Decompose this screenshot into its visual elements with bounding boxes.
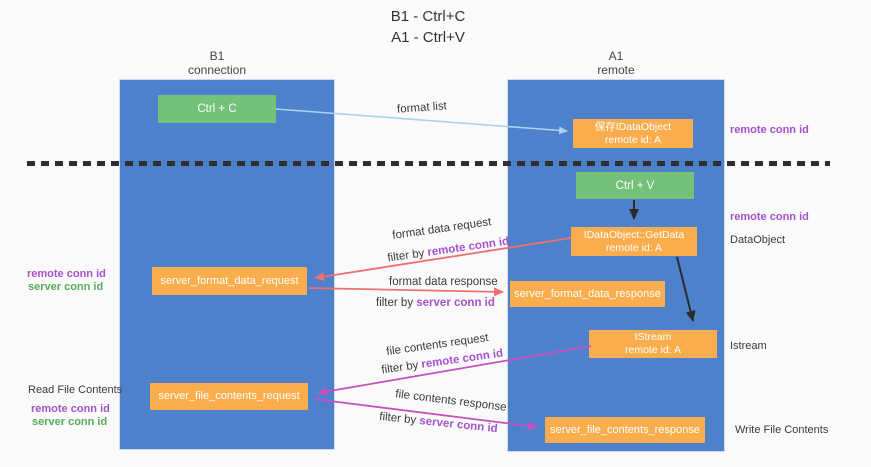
node-getdata-line2: remote id: A [605, 241, 663, 254]
node-ctrl-c-label: Ctrl + C [197, 103, 237, 115]
node-ctrl-c: Ctrl + C [158, 95, 276, 123]
column-header-b1: B1 connection [147, 49, 287, 77]
annotation-server-conn-id-left2: server conn id [32, 416, 108, 428]
annotation-remote-conn-id-mid: remote conn id [730, 211, 809, 223]
node-server-format-data-request: server_format_data_request [152, 267, 307, 295]
annotation-remote-conn-id-left2: remote conn id [31, 403, 110, 415]
title-line-1: B1 - Ctrl+C [390, 8, 466, 25]
filter-by-text: filter by [378, 410, 420, 427]
label-filter-format-response: filter by server conn id [376, 297, 495, 309]
node-server-file-contents-response-label: server_file_contents_response [550, 423, 700, 436]
annotation-dataobject: DataObject [730, 234, 786, 246]
annotation-remote-conn-id-top: remote conn id [730, 124, 809, 136]
node-istream: IStream remote id: A [589, 330, 717, 358]
column-a1-role: remote [597, 63, 635, 77]
filter-by-text: filter by [380, 358, 423, 377]
column-b1-role: connection [187, 63, 247, 77]
node-ctrl-v: Ctrl + V [576, 172, 694, 199]
column-header-a1: A1 remote [546, 49, 686, 77]
label-format-data-request: format data request [391, 216, 493, 242]
node-getdata-line1: IDataObject::GetData [583, 228, 685, 241]
annotation-write-file-contents: Write File Contents [735, 424, 829, 436]
node-server-file-contents-request-label: server_file_contents_request [158, 390, 300, 402]
node-istream-line2: remote id: A [624, 344, 682, 356]
arrow-format-data-response [308, 287, 504, 297]
label-format-list: format list [396, 100, 448, 116]
node-server-format-data-request-label: server_format_data_request [160, 274, 299, 287]
node-server-file-contents-response: server_file_contents_response [545, 417, 705, 443]
clipboard-boundary-dashed-line [27, 161, 830, 166]
server-conn-id-text: server conn id [416, 297, 495, 309]
filter-by-text: filter by [376, 297, 417, 309]
annotation-read-file-contents: Read File Contents [28, 384, 123, 396]
annotation-server-conn-id-left1: server conn id [28, 281, 104, 293]
node-istream-line1: IStream [634, 331, 672, 343]
server-conn-id-text: server conn id [418, 415, 499, 436]
node-server-format-data-response: server_format_data_response [510, 281, 665, 307]
node-ctrl-v-label: Ctrl + V [615, 179, 655, 192]
node-idataobject-getdata: IDataObject::GetData remote id: A [571, 227, 697, 256]
node-server-file-contents-request: server_file_contents_request [150, 383, 308, 410]
node-server-format-data-response-label: server_format_data_response [514, 287, 661, 300]
title-line-2: A1 - Ctrl+V [391, 29, 465, 46]
annotation-istream: Istream [730, 340, 767, 352]
node-saved-dataobject-line1: 保存IDataObject [594, 120, 672, 133]
column-b1-name: B1 [209, 49, 225, 63]
node-saved-dataobject-line2: remote id: A [604, 133, 662, 146]
column-a1-name: A1 [608, 49, 624, 63]
annotation-remote-conn-id-left1: remote conn id [27, 268, 106, 280]
label-file-contents-response: file contents response [394, 388, 508, 414]
filter-by-text: filter by [386, 246, 429, 265]
diagram-title: B1 - Ctrl+C A1 - Ctrl+V [328, 6, 528, 48]
label-filter-file-response: filter by server conn id [379, 411, 498, 435]
remote-conn-id-text: remote conn id [426, 235, 510, 259]
node-saved-dataobject: 保存IDataObject remote id: A [573, 119, 693, 148]
label-format-data-response: format data response [389, 276, 498, 288]
